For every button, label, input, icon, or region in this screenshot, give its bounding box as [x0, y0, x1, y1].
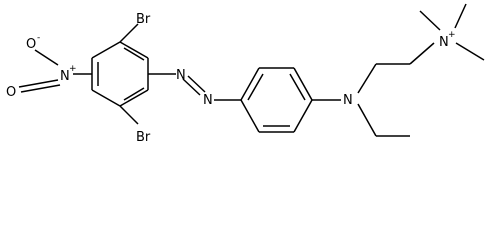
nitro-nitrogen-charge: + — [69, 64, 77, 74]
ring2-bond-a — [240, 67, 260, 101]
atom-labels: Br Br N + O - O N N N N + — [6, 12, 456, 145]
nitro-nitrogen-label: N — [60, 69, 70, 84]
linker-c-n-bond — [409, 42, 435, 65]
ring1-bond-d — [119, 89, 149, 107]
ring1-bond-b-inner — [123, 47, 145, 61]
azo-nitrogen-1-label: N — [176, 68, 186, 83]
ring2-bond-f — [240, 99, 260, 133]
nitro-n-o-left-bond-1 — [18, 79, 59, 88]
methyl-1-bond — [419, 10, 441, 31]
ring1-bond-b — [119, 41, 149, 59]
methyl-3-bond — [455, 42, 485, 61]
ring1-bond-d-inner — [123, 87, 145, 101]
bromine-bottom-label: Br — [136, 130, 151, 145]
amine-nitrogen-label: N — [343, 93, 353, 108]
ethyl-ch2-bond — [357, 103, 377, 137]
azo-nitrogen-2-label: N — [203, 93, 213, 108]
nitro-n-o-left-bond-2 — [20, 84, 61, 93]
br-bottom-bond — [119, 105, 139, 125]
br-top-bond — [119, 23, 139, 43]
linker-n-c-bond — [357, 63, 377, 94]
nitro-oxygen-top-charge: - — [37, 33, 40, 43]
ring2-bond-c-inner — [289, 73, 306, 101]
azo-n-n-bond-2 — [187, 75, 206, 93]
ring1-bond-e — [91, 89, 121, 107]
ring1-bond-a — [91, 41, 121, 59]
quaternary-nitrogen-label: N — [439, 35, 449, 50]
ring2-bond-c — [293, 67, 313, 101]
ring2-bond-a-inner — [247, 73, 264, 101]
nitro-oxygen-left-label: O — [6, 85, 16, 100]
bonds — [18, 3, 485, 137]
ring2-bond-d — [293, 99, 313, 133]
chemical-structure-diagram: Br Br N + O - O N N N N + — [6, 3, 485, 145]
bromine-top-label: Br — [136, 12, 151, 27]
nitro-n-o-top-bond — [34, 49, 59, 66]
azo-n-n-bond-1 — [182, 78, 201, 96]
quaternary-nitrogen-charge: + — [448, 30, 456, 40]
nitro-oxygen-top-label: O — [26, 37, 36, 52]
methyl-2-bond — [454, 3, 467, 29]
